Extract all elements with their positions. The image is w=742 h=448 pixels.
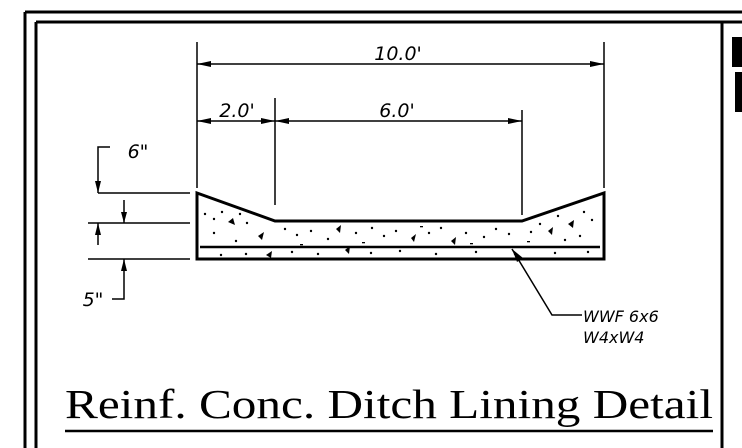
concrete-aggregate-texture: [203, 210, 594, 258]
dimension-depth-arrows: [95, 181, 127, 271]
detail-title: Reinf. Conc. Ditch Lining Detail: [65, 381, 713, 427]
wwf-leader: [511, 248, 582, 316]
sheet-border: [23, 10, 742, 448]
dimension-total-width: [197, 61, 604, 67]
edge-fragments: [732, 37, 742, 112]
dimension-slab-thickness: [97, 223, 125, 300]
dimension-side-depth: [97, 146, 125, 223]
slab-thickness-label: 5": [83, 289, 104, 311]
wwf-callout-line2: W4xW4: [583, 328, 644, 347]
wwf-callout-line1: WWF 6x6: [583, 307, 659, 326]
total-width-label: 10.0': [374, 43, 422, 65]
dimension-side-and-bottom: [197, 118, 522, 124]
side-depth-label: 6": [128, 141, 149, 163]
extension-lines: [88, 42, 605, 260]
bottom-width-label: 6.0': [379, 100, 414, 122]
concrete-lining-section: [195, 190, 606, 261]
side-slope-width-label: 2.0': [219, 100, 254, 122]
